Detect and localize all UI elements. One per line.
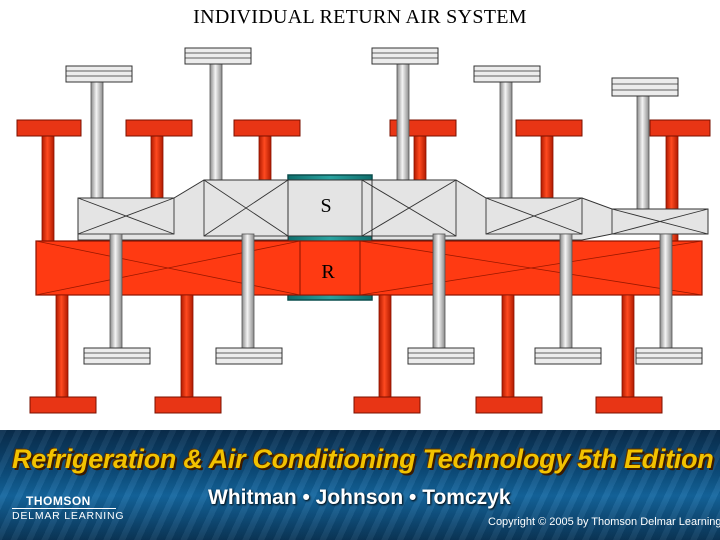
supply-register <box>612 78 678 96</box>
return-grille <box>516 120 582 136</box>
return-grille <box>126 120 192 136</box>
supply-register <box>372 48 438 64</box>
supply-register <box>636 348 702 364</box>
footer-banner: Refrigeration & Air Conditioning Technol… <box>0 430 720 540</box>
return-grille <box>596 397 662 413</box>
return-label: R <box>321 261 335 283</box>
copyright-notice: Copyright © 2005 by Thomson Delmar Learn… <box>488 516 720 528</box>
publisher-logo-line2: DELMAR LEARNING <box>12 510 124 522</box>
supply-register <box>474 66 540 82</box>
authors: Whitman • Johnson • Tomczyk <box>208 486 511 510</box>
return-grille <box>155 397 221 413</box>
supply-register <box>216 348 282 364</box>
return-trunk: R <box>36 241 702 295</box>
supply-register <box>66 66 132 82</box>
return-drop-upper-1 <box>17 120 81 241</box>
return-grille <box>30 397 96 413</box>
supply-trunk: S <box>78 180 708 240</box>
publisher-divider <box>12 508 116 509</box>
return-grille <box>17 120 81 136</box>
return-drop-lower-2 <box>155 295 221 413</box>
return-grille <box>234 120 300 136</box>
return-grille <box>354 397 420 413</box>
return-grille <box>476 397 542 413</box>
supply-register <box>535 348 601 364</box>
supply-register <box>185 48 251 64</box>
book-title: Refrigeration & Air Conditioning Technol… <box>12 444 713 475</box>
publisher-logo-line1: THOMSON <box>26 494 91 508</box>
supply-riser-upper-2 <box>185 48 251 181</box>
return-grille <box>650 120 710 136</box>
supply-label: S <box>320 195 331 217</box>
supply-riser-upper-3 <box>372 48 438 181</box>
supply-register <box>84 348 150 364</box>
duct-diagram: S R <box>0 0 720 430</box>
supply-register <box>408 348 474 364</box>
return-drop-lower-4 <box>476 295 542 413</box>
